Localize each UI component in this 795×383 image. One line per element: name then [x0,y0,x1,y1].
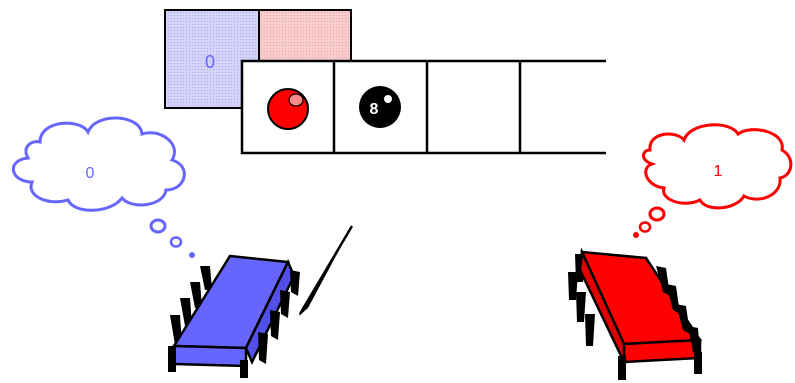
tape-outline [240,59,606,155]
red-chip-icon [568,247,703,380]
red-ball-icon [267,88,309,130]
thought-cloud-red-icon: 1 [633,123,793,238]
eight-ball-icon: 8 [359,86,401,128]
tape: 8 [240,59,606,155]
thought-blue-value: 0 [86,165,95,182]
thought-cloud-blue-icon: 0 [11,116,195,258]
thought-red-value: 1 [714,163,723,180]
blue-register-value: 0 [205,52,215,72]
blue-chip-icon [168,225,354,378]
eight-ball-label: 8 [370,101,379,118]
